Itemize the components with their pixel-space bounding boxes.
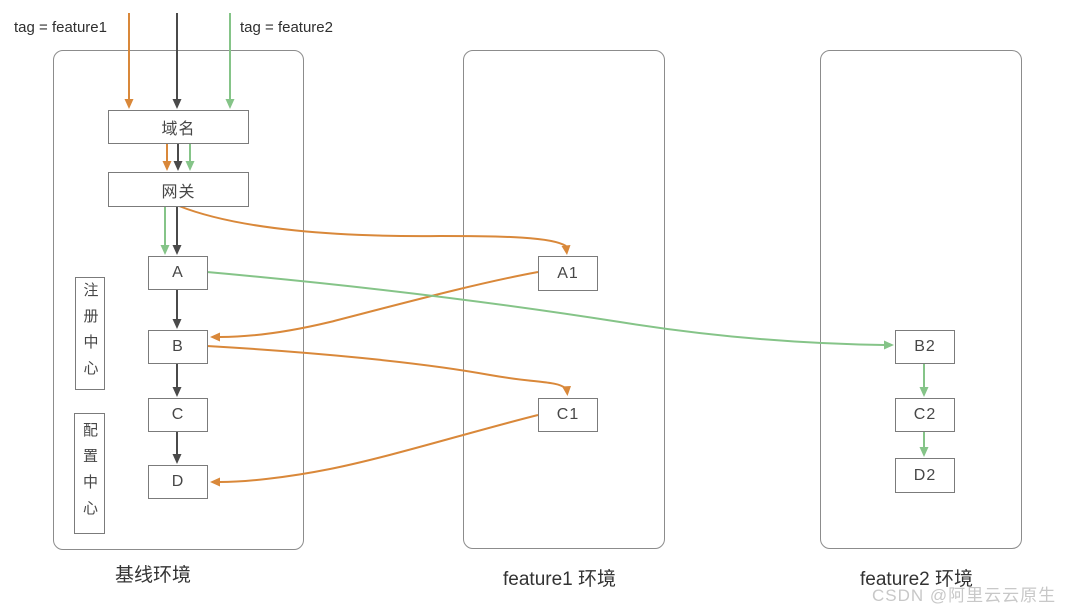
env-feature2-container <box>820 50 1022 549</box>
env-feature2-label: feature2 环境 <box>860 569 973 590</box>
arrow-c2-d2 <box>919 431 929 457</box>
arrow-tag-feature2 <box>225 13 235 109</box>
node-c2: C2 <box>895 398 955 432</box>
arrow-c-d <box>172 431 182 464</box>
arrow-b2-c2 <box>919 363 929 397</box>
env-feature1-label: feature1 环境 <box>503 569 616 590</box>
arrow-main-traffic <box>172 13 182 109</box>
node-c: C <box>148 398 208 432</box>
arrow-a-to-b2 <box>206 271 894 350</box>
arrow-gateway-to-a1 <box>178 205 571 255</box>
arrow-b-to-c1 <box>206 345 571 396</box>
arrow-b-c <box>172 363 182 397</box>
node-b2: B2 <box>895 330 955 364</box>
arrow-domain-gateway-orange <box>162 143 172 171</box>
arrow-gateway-a-green <box>160 206 170 255</box>
registry-center-box: 注册中心 <box>75 277 105 390</box>
csdn-watermark: CSDN @阿里云云原生 <box>872 586 1057 605</box>
node-gateway: 网关 <box>108 172 249 207</box>
node-d2: D2 <box>895 458 955 493</box>
node-a1: A1 <box>538 256 598 291</box>
arrow-a-b <box>172 289 182 329</box>
config-center-box: 配置中心 <box>74 413 105 534</box>
tag-feature1-label: tag = feature1 <box>14 19 107 36</box>
tag-feature2-label: tag = feature2 <box>240 19 333 36</box>
arrow-gateway-a-black <box>172 206 182 255</box>
env-baseline-container <box>53 50 304 550</box>
arrow-tag-feature1 <box>124 13 134 109</box>
node-a: A <box>148 256 208 290</box>
node-b: B <box>148 330 208 364</box>
arrow-a1-to-b <box>210 271 539 342</box>
node-d: D <box>148 465 208 499</box>
node-domain: 域名 <box>108 110 249 144</box>
arrow-c1-to-d <box>210 414 539 487</box>
arrow-domain-gateway-black <box>173 143 183 171</box>
node-c1: C1 <box>538 398 598 432</box>
arrow-domain-gateway-green <box>185 143 195 171</box>
env-baseline-label: 基线环境 <box>115 565 192 586</box>
